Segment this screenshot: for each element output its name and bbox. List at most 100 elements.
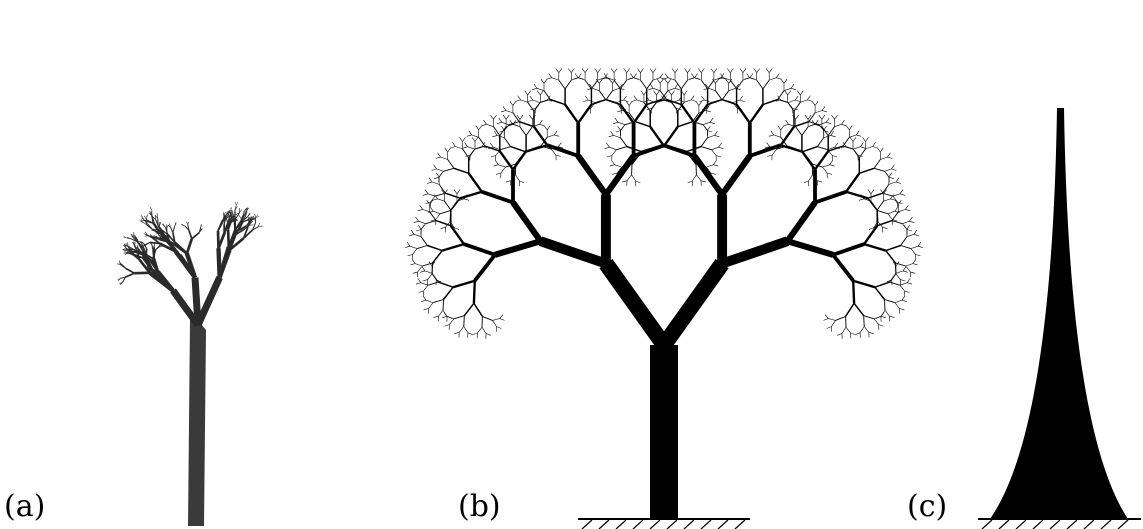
fractal-branch bbox=[885, 172, 890, 178]
fractal-branch bbox=[626, 174, 632, 181]
fractal-branch bbox=[895, 177, 900, 183]
fractal-branch bbox=[425, 220, 437, 225]
fractal-branch bbox=[863, 225, 879, 245]
fractal-branch bbox=[558, 142, 562, 147]
fractal-branch bbox=[422, 279, 428, 282]
fractal-branch bbox=[905, 205, 909, 210]
panel-label-a: (a) bbox=[4, 489, 46, 524]
fractal-branch bbox=[445, 192, 461, 199]
fractal-branch bbox=[515, 99, 521, 102]
tree-photo-branch bbox=[242, 211, 247, 219]
tree-photo-branch bbox=[137, 247, 143, 254]
fractal-branch bbox=[435, 213, 441, 220]
tree-photo-branch bbox=[184, 252, 198, 279]
tree-photo-branch bbox=[255, 216, 260, 218]
fractal-branch bbox=[594, 68, 598, 73]
fractal-branch bbox=[510, 200, 544, 243]
fractal-branch bbox=[430, 219, 436, 222]
tree-photo-branch bbox=[226, 219, 230, 226]
fractal-branch bbox=[684, 99, 692, 103]
ground-hatch-mark bbox=[1083, 519, 1095, 529]
tree-photo-branches bbox=[116, 201, 263, 328]
fractal-branch bbox=[787, 90, 791, 96]
fractal-branch bbox=[499, 130, 505, 133]
fractal-branch bbox=[546, 77, 552, 80]
fractal-branch bbox=[826, 122, 832, 125]
fractal-branch bbox=[643, 102, 651, 112]
fractal-branch bbox=[884, 168, 892, 172]
fractal-branch bbox=[524, 90, 528, 96]
panel-b-fractal-tree bbox=[405, 68, 923, 529]
fractal-branch bbox=[598, 90, 606, 100]
fractal-branch bbox=[498, 150, 514, 171]
fractal-branch bbox=[494, 238, 542, 258]
fractal-branch bbox=[449, 221, 455, 228]
fractal-branch bbox=[712, 78, 716, 84]
fractal-branch bbox=[694, 73, 698, 78]
fractal-branch bbox=[518, 121, 535, 128]
tree-photo-branch bbox=[125, 267, 135, 274]
fractal-branch bbox=[631, 174, 636, 182]
fractal-branch bbox=[475, 125, 479, 130]
tree-photo-branch bbox=[242, 219, 250, 223]
fractal-branch bbox=[620, 79, 628, 90]
fractal-branch bbox=[809, 124, 815, 127]
fractal-branch bbox=[662, 77, 669, 80]
fractal-branch bbox=[441, 316, 447, 319]
fractal-branch bbox=[520, 99, 528, 103]
fractal-branch bbox=[826, 326, 832, 329]
tree-photo-branch bbox=[158, 238, 166, 241]
fractal-branch bbox=[620, 124, 626, 131]
fractal-branch bbox=[910, 248, 916, 255]
fractal-branch bbox=[441, 242, 465, 252]
tree-photo-branch bbox=[158, 229, 163, 232]
tree-photo-branch bbox=[136, 244, 139, 249]
fractal-branch bbox=[432, 299, 444, 304]
fractal-branch bbox=[423, 285, 429, 292]
tree-photo-branch bbox=[143, 218, 148, 224]
fractal-branch bbox=[769, 146, 777, 150]
fractal-branch bbox=[604, 73, 608, 78]
fractal-branch bbox=[691, 99, 697, 102]
fractal-branch bbox=[691, 73, 695, 78]
fractal-branch bbox=[516, 114, 521, 120]
fractal-branch bbox=[787, 102, 795, 112]
fractal-branch bbox=[635, 121, 651, 128]
fractal-branch bbox=[773, 134, 781, 138]
tree-photo-branch bbox=[217, 249, 232, 279]
fractal-branch bbox=[462, 146, 468, 149]
fractal-branch bbox=[723, 77, 731, 81]
fractal-branch bbox=[471, 137, 476, 142]
tree-photo-branch bbox=[234, 205, 237, 211]
fractal-branch bbox=[830, 131, 834, 136]
tree-photo-branch bbox=[135, 237, 140, 244]
fractal-branch bbox=[768, 134, 774, 137]
fractal-branch bbox=[891, 164, 895, 170]
ground-hatch-c bbox=[978, 518, 1141, 529]
fractal-branch bbox=[907, 282, 913, 285]
fractal-branch bbox=[568, 68, 572, 73]
fractal-branch bbox=[415, 263, 423, 267]
tree-photo-branch bbox=[152, 229, 166, 237]
fractal-branch bbox=[492, 135, 498, 138]
fractal-branch bbox=[792, 114, 796, 120]
fractal-branch bbox=[490, 114, 494, 120]
tree-photo-branch bbox=[151, 247, 156, 252]
tree-photo-branch bbox=[152, 249, 157, 259]
tree-photo-branch bbox=[255, 214, 258, 218]
fractal-branch bbox=[834, 124, 842, 127]
fractal-branch bbox=[899, 189, 904, 194]
fractal-branch bbox=[709, 117, 714, 123]
tree-photo-branch bbox=[252, 226, 259, 231]
fractal-branch bbox=[456, 189, 461, 194]
fractal-branch bbox=[887, 213, 893, 220]
fractal-branch bbox=[573, 77, 579, 80]
fractal-branch bbox=[614, 117, 619, 123]
fractal-branch bbox=[902, 266, 907, 272]
fractal-branch bbox=[623, 99, 629, 102]
tree-photo-branch bbox=[253, 213, 257, 217]
fractal-branch bbox=[435, 219, 452, 227]
fractal-branch bbox=[412, 248, 418, 255]
fractal-branch bbox=[452, 142, 456, 147]
fractal-branch bbox=[727, 68, 731, 73]
